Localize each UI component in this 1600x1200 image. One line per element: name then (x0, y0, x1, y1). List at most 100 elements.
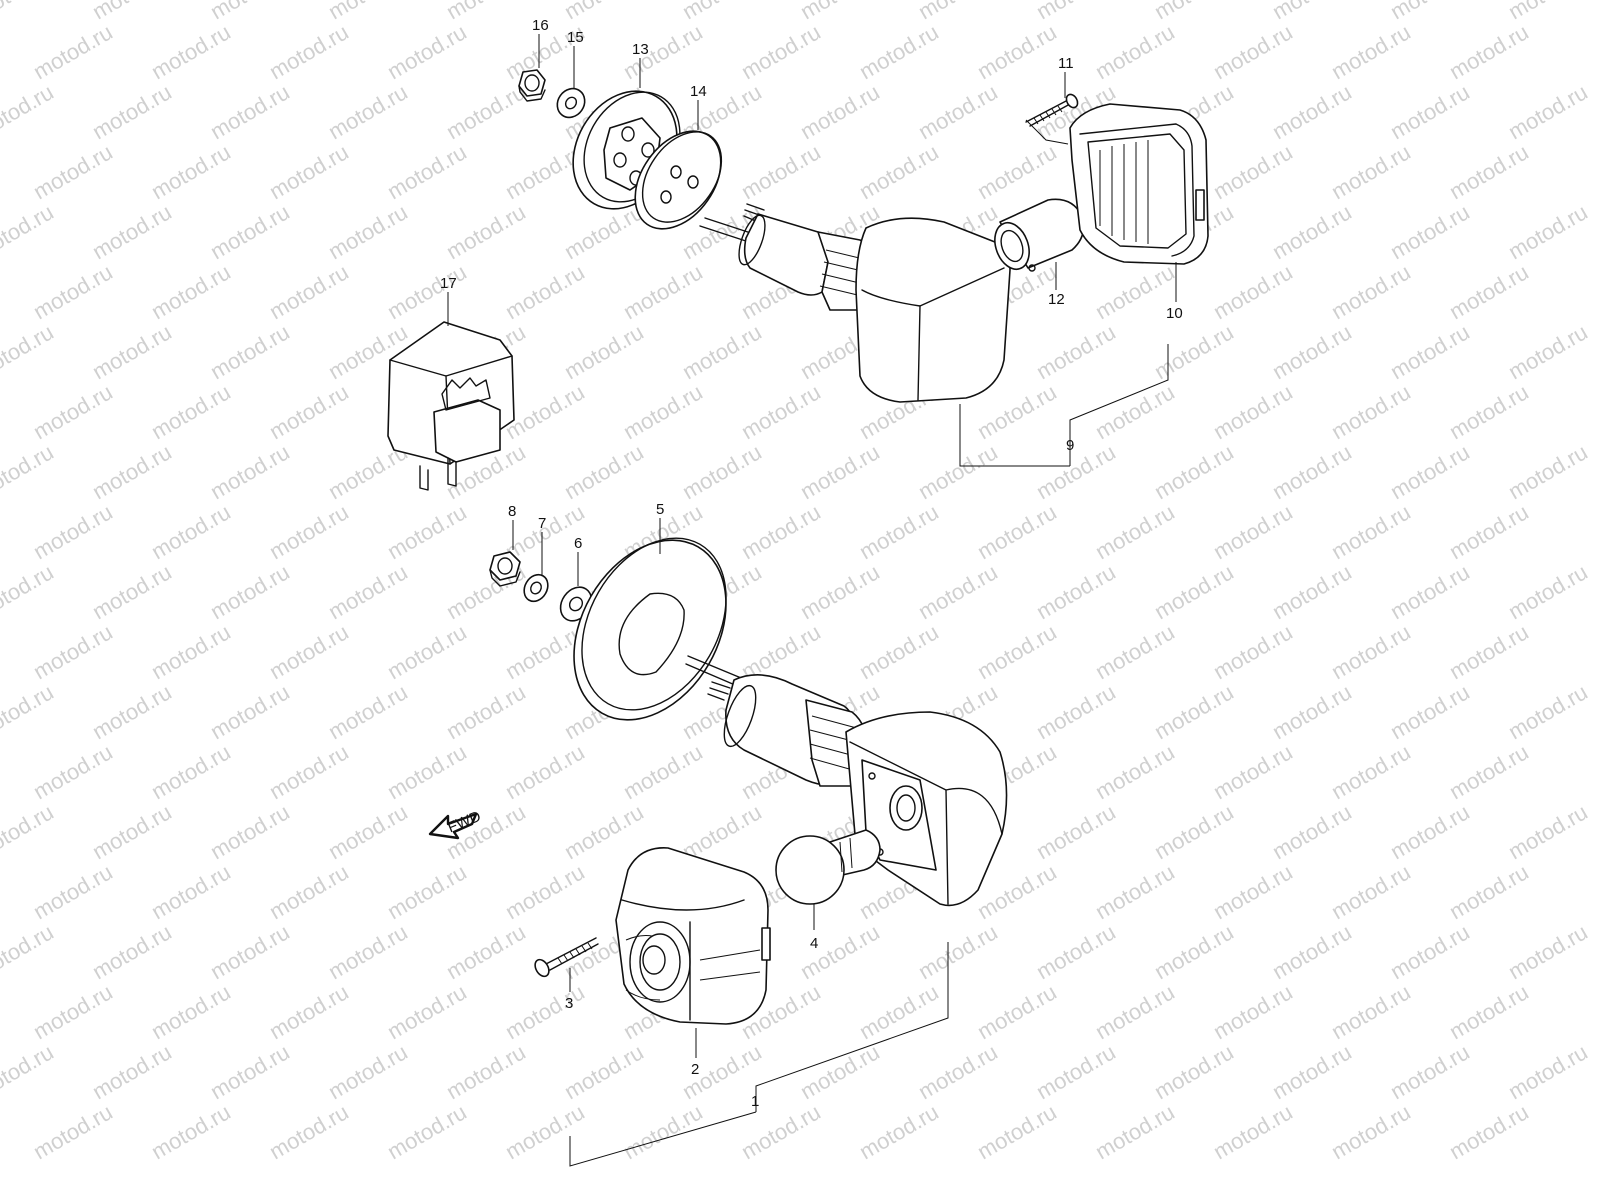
watermark-text: motod.ru (88, 679, 176, 744)
watermark-text: motod.ru (206, 679, 294, 744)
watermark-text: motod.ru (560, 1039, 648, 1104)
watermark-text: motod.ru (0, 559, 58, 624)
callout-14: 14 (690, 83, 707, 100)
watermark-text: motod.ru (1504, 439, 1592, 504)
watermark-text: motod.ru (1150, 559, 1238, 624)
watermark-text: motod.ru (1032, 439, 1120, 504)
watermark-text: motod.ru (678, 439, 766, 504)
watermark-text: motod.ru (1032, 319, 1120, 384)
watermark-text: motod.ru (1209, 139, 1297, 204)
watermark-text: motod.ru (147, 1099, 235, 1164)
watermark-text: motod.ru (147, 859, 235, 924)
watermark-text: motod.ru (1386, 439, 1474, 504)
watermark-text: motod.ru (29, 139, 117, 204)
watermark-text: motod.ru (619, 379, 707, 444)
watermark-text: motod.ru (1091, 19, 1179, 84)
watermark-text: motod.ru (265, 259, 353, 324)
watermark-text: motod.ru (1445, 859, 1533, 924)
callout-17: 17 (440, 275, 457, 292)
watermark-text: motod.ru (0, 439, 58, 504)
watermark-text: motod.ru (88, 439, 176, 504)
watermark-text: motod.ru (29, 619, 117, 684)
watermark-text: motod.ru (1504, 79, 1592, 144)
watermark-text: motod.ru (1504, 679, 1592, 744)
watermark-text: motod.ru (88, 199, 176, 264)
callout-3: 3 (565, 995, 573, 1012)
watermark-text: motod.ru (1209, 379, 1297, 444)
watermark-text: motod.ru (0, 199, 58, 264)
watermark-text: motod.ru (914, 919, 1002, 984)
watermark-text: motod.ru (1327, 19, 1415, 84)
watermark-text: motod.ru (1327, 739, 1415, 804)
watermark-text: motod.ru (0, 319, 58, 384)
callout-15: 15 (567, 29, 584, 46)
watermark-text: motod.ru (1091, 499, 1179, 564)
watermark-text: motod.ru (1386, 1039, 1474, 1104)
watermark-text: motod.ru (1504, 919, 1592, 984)
watermark-text: motod.ru (147, 259, 235, 324)
watermark-text: motod.ru (1386, 199, 1474, 264)
watermark-text: motod.ru (619, 259, 707, 324)
watermark-text: motod.ru (1445, 1099, 1533, 1164)
watermark-text: motod.ru (855, 979, 943, 1044)
watermark-text: motod.ru (1150, 1039, 1238, 1104)
bulb-4 (775, 829, 881, 905)
watermark-text: motod.ru (1268, 439, 1356, 504)
watermark-text: motod.ru (619, 1099, 707, 1164)
watermark-text: motod.ru (1150, 439, 1238, 504)
watermark-text: motod.ru (1327, 499, 1415, 564)
relay-17 (387, 321, 515, 491)
watermark-text: motod.ru (973, 19, 1061, 84)
watermark-text: motod.ru (501, 1099, 589, 1164)
watermark-text: motod.ru (1209, 619, 1297, 684)
watermark-text: motod.ru (383, 1099, 471, 1164)
watermark-text: motod.ru (324, 79, 412, 144)
watermark-text: motod.ru (1386, 799, 1474, 864)
callout-labels: 16 15 13 14 11 17 12 10 9 8 7 6 5 4 3 2 … (440, 17, 1183, 1110)
watermark-text: motod.ru (265, 619, 353, 684)
watermark-text: motod.ru (973, 139, 1061, 204)
watermark-text: motod.ru (147, 619, 235, 684)
watermark-text: motod.ru (1268, 319, 1356, 384)
watermark-text: motod.ru (737, 19, 825, 84)
watermark-text: motod.ru (147, 379, 235, 444)
watermark-text: motod.ru (1445, 19, 1533, 84)
watermark-text: motod.ru (1504, 799, 1592, 864)
watermark-text: motod.ru (796, 79, 884, 144)
watermark-text: motod.ru (1327, 979, 1415, 1044)
watermark-text: motod.ru (206, 199, 294, 264)
watermark-text: motod.ru (324, 799, 412, 864)
watermark-text: motod.ru (29, 19, 117, 84)
watermark-text: motod.ru (383, 139, 471, 204)
watermark-text: motod.ru (1150, 319, 1238, 384)
watermark-text: motod.ru (265, 739, 353, 804)
watermark-text: motod.ru (442, 1039, 530, 1104)
callout-16: 16 (532, 17, 549, 34)
watermark-text: motod.ru (973, 979, 1061, 1044)
watermark-text: motod.ru (1268, 79, 1356, 144)
watermark-text: motod.ru (383, 859, 471, 924)
callout-12: 12 (1048, 291, 1065, 308)
watermark-text: motod.ru (29, 1099, 117, 1164)
watermark-text: motod.ru (501, 979, 589, 1044)
watermark-text: motod.ru (324, 559, 412, 624)
watermark-text: motod.ru (265, 499, 353, 564)
watermark-text: motod.ru (29, 859, 117, 924)
watermark-text: motod.ru (1268, 919, 1356, 984)
watermark-text: motod.ru (1209, 259, 1297, 324)
callout-13: 13 (632, 41, 649, 58)
watermark-text: motod.ru (796, 1039, 884, 1104)
watermark-text: motod.ru (1327, 619, 1415, 684)
lens-2 (615, 847, 771, 1025)
watermark-text: motod.ru (1209, 499, 1297, 564)
callout-10: 10 (1166, 305, 1183, 322)
watermark-text: motod.ru (560, 319, 648, 384)
watermark-text: motod.ru (324, 679, 412, 744)
watermark-text: motod.ru (147, 739, 235, 804)
watermark-text: motod.ru (1032, 559, 1120, 624)
watermark-text: motod.ru (29, 259, 117, 324)
watermark-text: motod.ru (324, 919, 412, 984)
watermark-text: motod.ru (383, 19, 471, 84)
turn-signal-1 (685, 655, 1008, 907)
watermark-text: motod.ru (1150, 799, 1238, 864)
